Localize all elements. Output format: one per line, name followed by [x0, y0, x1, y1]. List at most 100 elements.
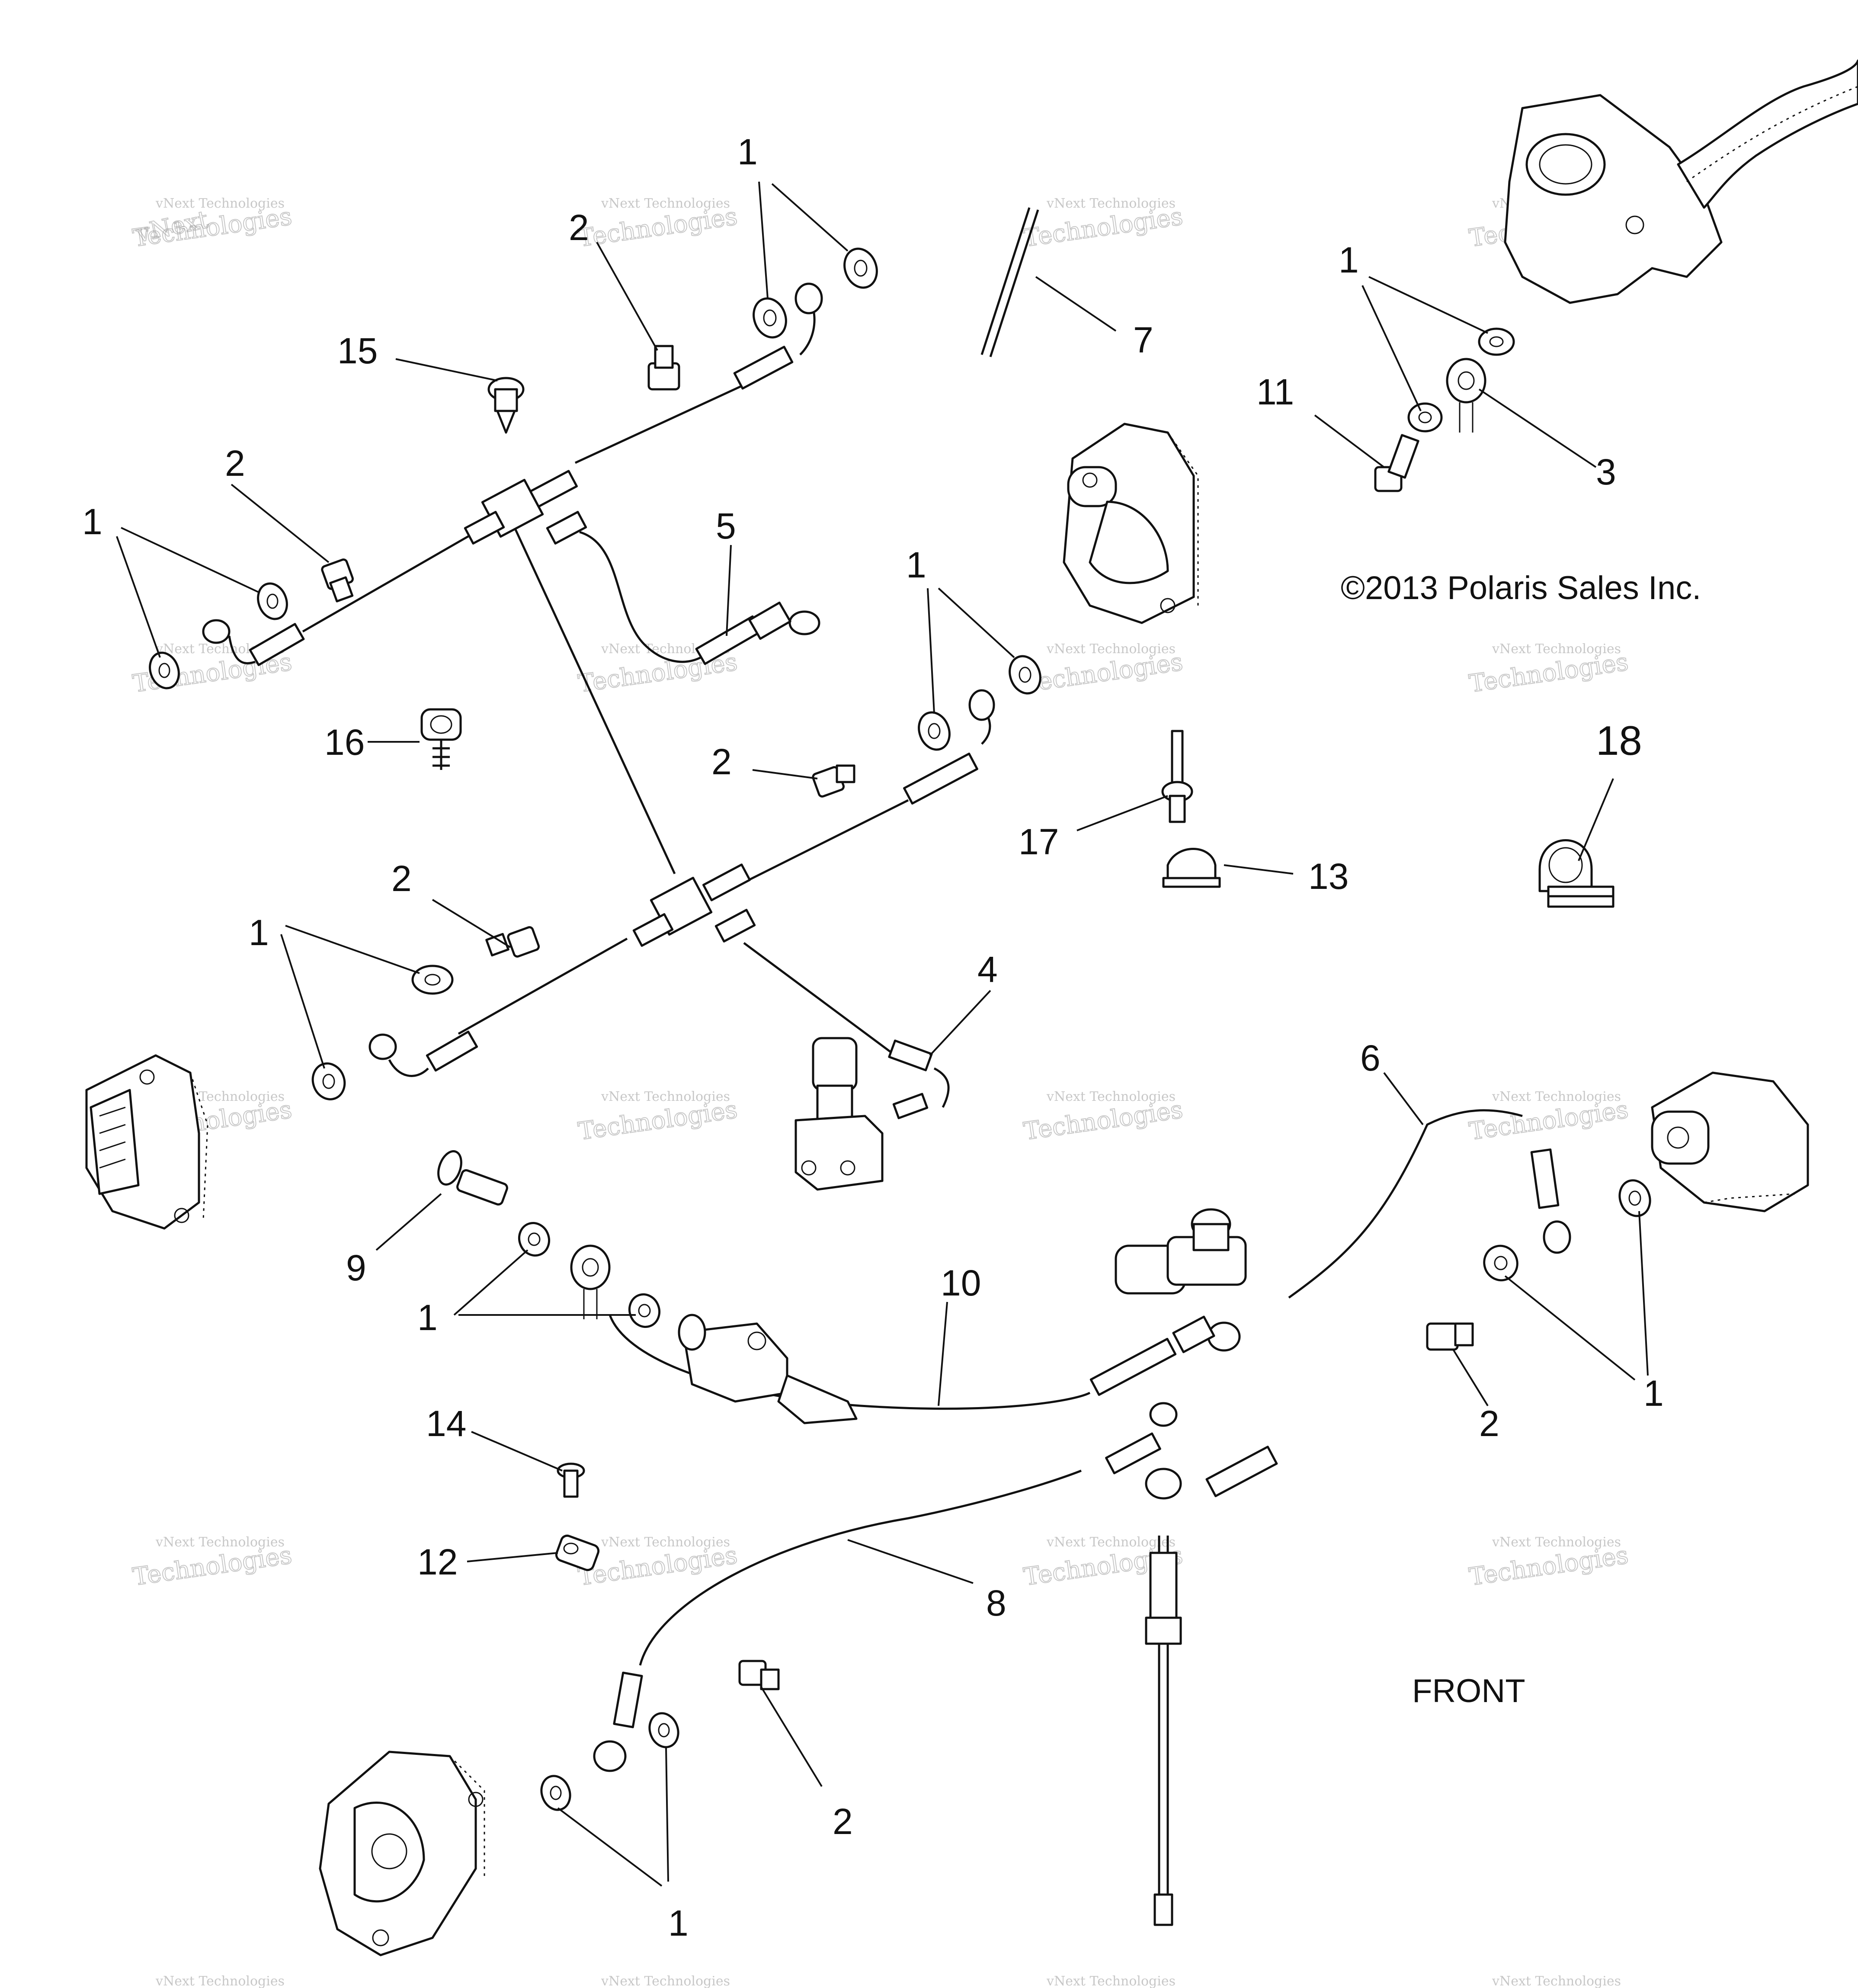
clamp-item-18	[1538, 839, 1615, 908]
leader-1-top	[758, 181, 849, 299]
washer	[843, 247, 878, 289]
leader-1-bottom	[557, 1747, 669, 1887]
brake-line-upper-right	[574, 384, 745, 464]
master-cylinder-item-10	[678, 1314, 858, 1424]
washer	[1478, 327, 1515, 356]
banjo-bolt	[321, 558, 354, 603]
callout-1: 1	[668, 1903, 689, 1943]
brake-line-10	[609, 1315, 1091, 1410]
leader-17	[1076, 795, 1168, 831]
leader-2-lowleft	[432, 899, 511, 948]
leader-1-lower	[453, 1249, 636, 1316]
svg-text:vNext Technologies: vNext Technologies	[1046, 1089, 1176, 1104]
watermark-16: vNext Technologies Technologies	[1467, 1535, 1631, 1592]
tee-block-item-10	[1115, 1208, 1247, 1295]
watermark-13: vNext Technologies Technologies	[131, 1535, 294, 1592]
brake-line-to-valve	[743, 942, 896, 1057]
callout-1: 1	[1339, 240, 1359, 280]
leader-8	[847, 1539, 974, 1584]
washer-item-1-lower	[570, 1244, 611, 1319]
callout-2: 2	[711, 741, 732, 782]
caliper-lower-left	[319, 1751, 485, 1956]
banjo-bolt	[1426, 1322, 1474, 1351]
banjo-fitting-item-5	[695, 601, 820, 665]
brake-line-lower-right	[734, 799, 909, 888]
washer	[540, 1775, 571, 1811]
brake-line-lower-left	[458, 937, 628, 1035]
banjo-fitting-line-6	[1530, 1148, 1571, 1254]
banjo-bolt	[812, 764, 855, 798]
svg-text:vNext Technologies: vNext Technologies	[1492, 1974, 1621, 1988]
callouts: 1 2 15 2 1 5 7 1 11 3 ©2013 Polaris Sale…	[82, 131, 1701, 1943]
brake-line-8	[639, 1469, 1082, 1666]
svg-text:vNext Technologies: vNext Technologies	[601, 1974, 730, 1988]
watermark-8: vNext Technologies Technologies	[1467, 641, 1631, 699]
callout-1: 1	[82, 501, 103, 542]
callout-1: 1	[1643, 1373, 1664, 1414]
banjo-fitting-lower-left	[368, 1030, 478, 1077]
brake-line-to-hose-5	[579, 531, 702, 663]
banjo-fitting-mid-right	[903, 689, 995, 805]
svg-text:vNext Technologies: vNext Technologies	[601, 196, 730, 211]
leader-3	[1478, 388, 1597, 468]
washer	[1618, 1179, 1651, 1217]
banjo-fitting-top	[733, 282, 823, 390]
rod-7-edge-a	[980, 207, 1031, 355]
callout-2: 2	[833, 1801, 853, 1842]
clip-item-12	[555, 1534, 600, 1571]
leader-6	[1383, 1072, 1424, 1125]
leader-1-left	[116, 527, 260, 658]
callout-1: 1	[417, 1297, 438, 1338]
center-banjo-fittings	[1105, 1402, 1278, 1500]
fittings	[202, 282, 1571, 1926]
callout-7: 7	[1133, 320, 1153, 360]
leader-1-lowleft	[280, 925, 420, 1069]
svg-text:vNext Technologies: vNext Technologies	[1046, 1974, 1176, 1988]
caliper-right	[1651, 1071, 1809, 1212]
lower-tee-fitting	[632, 863, 756, 947]
watermark-7: vNext Technologies Technologies	[1022, 641, 1185, 699]
leader-2-mid	[752, 769, 818, 779]
leader-10	[938, 1302, 948, 1406]
clamp-item-13	[1162, 848, 1221, 888]
svg-text:vNext Technologies: vNext Technologies	[1046, 641, 1176, 657]
callout-10: 10	[941, 1263, 981, 1303]
svg-text:vNext Technologies: vNext Technologies	[155, 196, 285, 211]
callout-16: 16	[324, 722, 365, 763]
callout-14: 14	[426, 1403, 466, 1444]
callout-11: 11	[1256, 372, 1294, 412]
callout-1: 1	[906, 545, 926, 585]
leader-12	[467, 1552, 558, 1562]
valve-line-fitting	[888, 1039, 950, 1119]
rod-7-edge-b	[989, 209, 1039, 357]
callout-12: 12	[417, 1542, 458, 1582]
svg-text:vNext Technologies: vNext Technologies	[1046, 1535, 1176, 1550]
bolt-item-9	[437, 1150, 508, 1206]
washer	[518, 1222, 550, 1257]
banjo-bolt	[647, 345, 680, 391]
vertical-hose-fittings	[1145, 1552, 1182, 1926]
leader-4	[929, 990, 991, 1056]
watermark-12: vNext Technologies Technologies	[1467, 1089, 1631, 1146]
callout-6: 6	[1360, 1038, 1381, 1078]
svg-text:vNext Technologies: vNext Technologies	[601, 1535, 730, 1550]
washer	[1009, 655, 1041, 695]
svg-text:vNext Technologies: vNext Technologies	[155, 1535, 285, 1550]
leader-7	[1035, 276, 1117, 332]
watermark-11: vNext Technologies Technologies	[1022, 1089, 1185, 1146]
svg-text:vNext Technologies: vNext Technologies	[1046, 196, 1176, 211]
washer	[628, 1293, 660, 1328]
caliper-left	[85, 1054, 208, 1230]
leader-15	[395, 358, 498, 382]
watermark-17: vNext Technologies vNext Technologies vN…	[155, 1974, 1621, 1988]
callout-2: 2	[569, 207, 589, 248]
brake-line-6	[1288, 1109, 1523, 1299]
bolts	[321, 345, 1474, 1690]
callout-1: 1	[249, 912, 269, 953]
watermark-2: vNext Technologies Technologies	[576, 196, 740, 253]
line-10-fittings	[1089, 1315, 1241, 1396]
callout-13: 13	[1308, 856, 1349, 897]
master-cylinder-top-right	[1504, 59, 1858, 304]
callout-8: 8	[986, 1583, 1006, 1623]
